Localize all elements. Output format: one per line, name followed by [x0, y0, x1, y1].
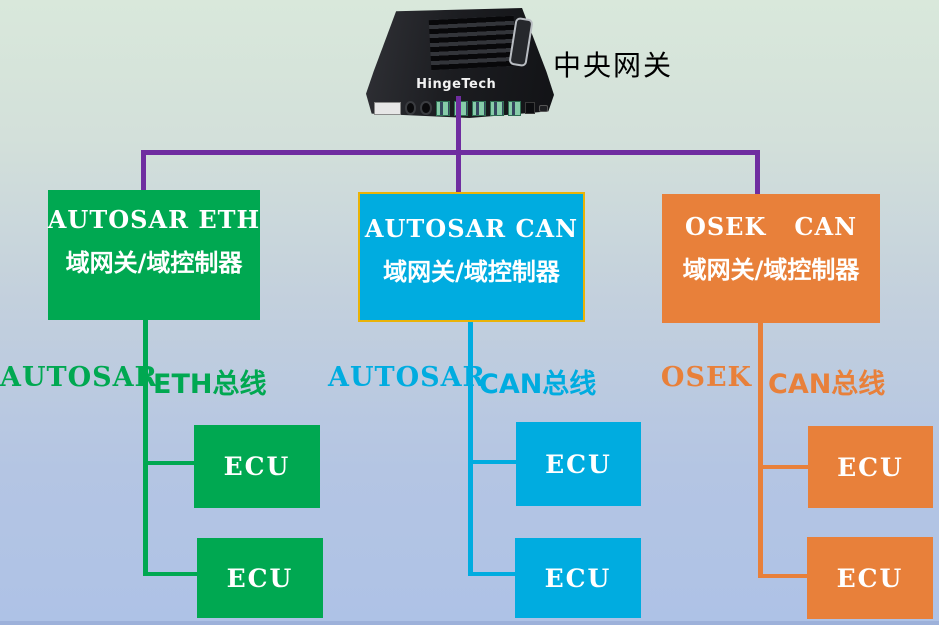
ecu-box: ECU — [516, 422, 641, 506]
domain-subtitle: 域网关/域控制器 — [65, 248, 243, 277]
ecu-box: ECU — [197, 538, 323, 618]
terminal-block-icon — [471, 100, 486, 116]
ecu-label: ECU — [226, 563, 294, 593]
device-brand-label: HingeTech — [416, 77, 497, 93]
ecu-label: ECU — [223, 452, 291, 481]
domain-title: AUTOSAR CAN — [364, 213, 579, 243]
domain-title: OSEK CAN — [684, 212, 858, 241]
domain-box-osek-can: OSEK CAN 域网关/域控制器 — [662, 194, 880, 323]
rj45-port-icon — [525, 102, 535, 115]
bus-branch-line — [758, 465, 808, 469]
bus-line-autosar-can — [468, 322, 473, 576]
ecu-label: ECU — [836, 563, 904, 593]
bus-type-label-autosar-can: CAN总线 — [479, 369, 597, 400]
bus-branch-line — [758, 574, 807, 578]
ecu-box: ECU — [515, 538, 641, 618]
bus-type-label-osek: CAN总线 — [768, 369, 886, 400]
trunk-line-center — [456, 96, 461, 194]
vent-grille-icon — [428, 15, 516, 70]
ecu-label: ECU — [837, 452, 904, 482]
bus-standard-label-osek: OSEK — [660, 362, 752, 393]
bus-type-label-eth: ETH总线 — [153, 369, 267, 400]
bus-standard-label-eth: AUTOSAR — [0, 362, 158, 393]
domain-title: AUTOSAR ETH — [47, 204, 261, 234]
domain-subtitle: 域网关/域控制器 — [682, 256, 860, 284]
trunk-line-left-drop — [141, 150, 146, 192]
bus-branch-line — [143, 572, 199, 576]
ecu-box: ECU — [194, 425, 320, 508]
bus-line-eth — [143, 320, 148, 576]
terminal-block-icon — [489, 100, 504, 116]
bus-branch-line — [468, 460, 516, 464]
ecu-label: ECU — [545, 449, 612, 479]
trunk-line-horizontal — [141, 150, 760, 155]
domain-subtitle: 域网关/域控制器 — [383, 257, 560, 286]
ecu-label: ECU — [544, 563, 612, 593]
usb-port-icon — [538, 104, 549, 112]
terminal-block-icon — [507, 100, 522, 116]
card-slot-icon — [373, 101, 401, 115]
ecu-box: ECU — [807, 537, 933, 619]
domain-box-autosar-can: AUTOSAR CAN 域网关/域控制器 — [358, 192, 585, 322]
terminal-block-icon — [435, 100, 450, 116]
round-connector-icon — [420, 101, 432, 116]
bus-line-osek-can — [758, 323, 763, 578]
bus-standard-label-autosar-can: AUTOSAR — [328, 362, 486, 393]
bus-branch-line — [468, 572, 515, 576]
central-gateway-label: 中央网关 — [553, 49, 674, 82]
round-connector-icon — [404, 101, 417, 116]
domain-box-autosar-eth: AUTOSAR ETH 域网关/域控制器 — [48, 190, 260, 320]
bus-branch-line — [143, 461, 196, 465]
ecu-box: ECU — [808, 426, 933, 508]
trunk-line-right-drop — [755, 150, 760, 196]
bottom-edge-strip — [0, 621, 939, 625]
